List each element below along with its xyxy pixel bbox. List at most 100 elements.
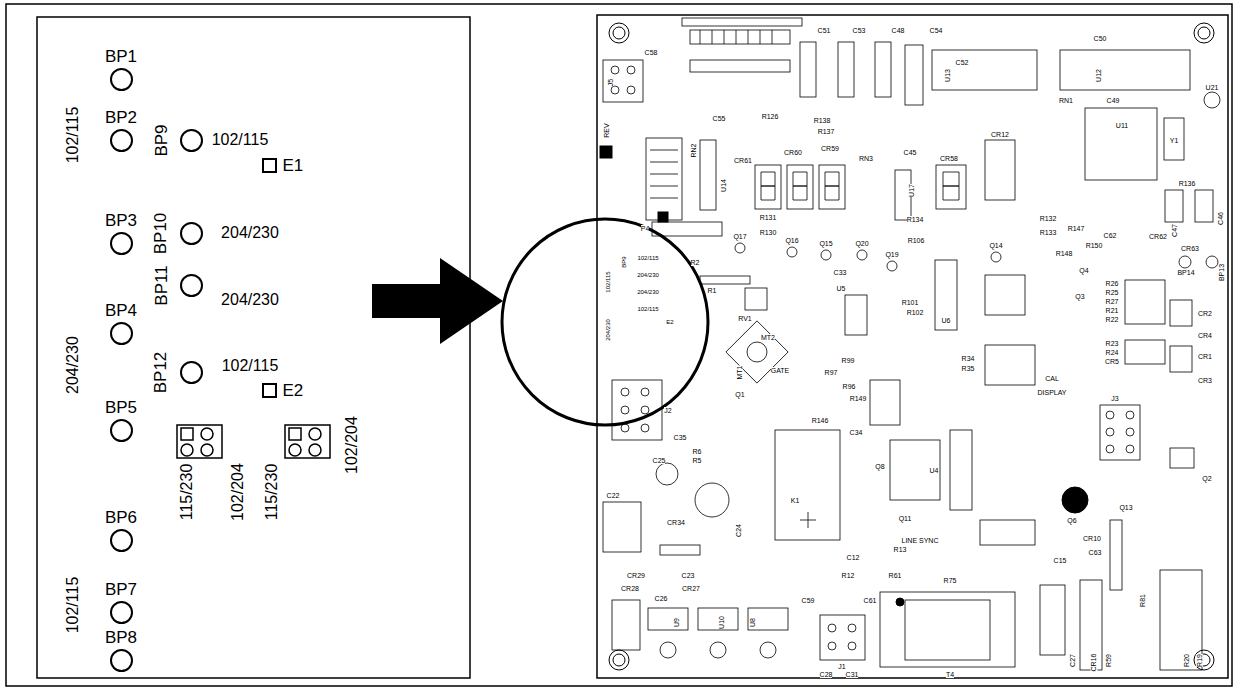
component-label: CR2 [1198,310,1212,317]
component-label: U5 [837,285,846,292]
component-label: R13 [894,546,907,553]
component-label: R99 [842,357,855,364]
component-label: Q6 [1067,517,1076,524]
component-label: P4 [641,225,650,232]
component-label: R1 [708,287,717,294]
component-label: RN2 [689,143,696,157]
component-label: CR59 [821,145,839,152]
component-label: Q13 [1119,504,1132,511]
component-label: R27 [1106,298,1119,305]
component-label: CR28 [621,585,639,592]
test-point: BP1 [110,68,133,91]
component-label: CR5 [1105,358,1119,365]
test-point: BP8 [110,649,133,672]
component-label: C46 [1217,212,1224,225]
component-label: U9 [672,618,679,627]
component-label: BP13 [1219,263,1226,280]
component-label: C15 [1054,557,1067,564]
test-point-label: E1 [283,157,304,174]
board-legend-label: BP9 [621,256,627,267]
component-label: R81 [1139,594,1146,607]
component-label: U4 [930,467,939,474]
voltage-label: 102/115 [212,132,269,148]
component-label: Q8 [875,463,884,470]
component-label: R102 [907,309,924,316]
test-point-label: BP9 [153,124,170,156]
component-label: Q15 [819,240,832,247]
component-label: R59 [1105,654,1112,667]
component-label: R106 [908,237,925,244]
component-label: R12 [842,572,855,579]
component-label: R23 [1106,340,1119,347]
component-label: C24 [735,524,742,537]
transformer-dot [896,598,904,606]
component-label: R2 [691,259,700,266]
component-label: U6 [942,317,951,324]
component-label: R147 [1068,225,1085,232]
component-label: C55 [713,115,726,122]
component-label: CR29 [627,572,645,579]
test-point: BP5 [110,419,133,442]
board-legend-label: 102/115 [637,255,658,261]
test-point: BP9 [180,129,203,152]
component-label: MT1 [736,365,743,379]
component-label: C47 [1171,224,1178,237]
magnifier-circle [502,219,708,425]
component-label: R61 [889,572,902,579]
test-pad: E2 [262,383,277,398]
voltage-label: 115/230 [179,464,195,521]
component-label: C33 [834,269,847,276]
board-legend-label: E2 [666,319,673,325]
component-label: Q4 [1079,267,1088,274]
component-label: C35 [674,434,687,441]
test-point: BP12 [180,361,203,384]
component-label: R75 [944,577,957,584]
component-label: R21 [1106,307,1119,314]
component-label: U11 [1116,122,1128,129]
component-label: R96 [843,383,856,390]
component-label: CR10 [1083,535,1101,542]
component-label: RN3 [859,155,873,162]
test-point-label: BP12 [153,351,170,393]
component-label: R35 [962,365,975,372]
component-label: R5 [693,457,702,464]
component-label: R20 [1183,654,1190,667]
component-label: CR1 [1198,353,1212,360]
component-label: R148 [1056,250,1073,257]
rev-marker [600,146,612,158]
test-point: BP6 [110,529,133,552]
component-label: CR60 [784,149,802,156]
component-label: CR12 [991,131,1009,138]
component-label: R101 [902,299,919,306]
voltage-label: 115/230 [264,464,280,521]
component-label: R26 [1106,280,1119,287]
component-label: C54 [930,27,943,34]
component-label: C63 [1089,549,1102,556]
board-legend-label: 204/230 [637,289,659,295]
test-point-label: BP11 [153,265,170,305]
component-label: R132 [1040,215,1057,222]
test-point: BP4 [110,322,133,345]
component-label: R146 [812,417,829,424]
component-label: R25 [1106,289,1119,296]
component-label: U12 [1095,69,1102,82]
component-label: R22 [1106,316,1119,323]
component-label: C45 [904,149,917,156]
component-label: C34 [850,429,863,436]
component-label: RV1 [738,315,752,322]
component-label: R24 [1106,349,1119,356]
component-label: GATE [771,367,790,374]
component-label: R34 [962,355,975,362]
marker [658,212,668,222]
component-label: J3 [1111,395,1118,402]
test-point: BP10 [180,222,203,245]
capacitor-symbol [1062,487,1088,513]
jumper-symbol [177,425,330,458]
voltage-label: 204/230 [221,292,279,308]
test-point: BP3 [110,232,133,255]
component-label: U13 [944,69,951,82]
component-label: CR63 [1181,245,1199,252]
component-label: Q14 [989,242,1002,249]
voltage-label: 102/204 [344,416,360,474]
component-label: LINE SYNC [902,537,939,544]
